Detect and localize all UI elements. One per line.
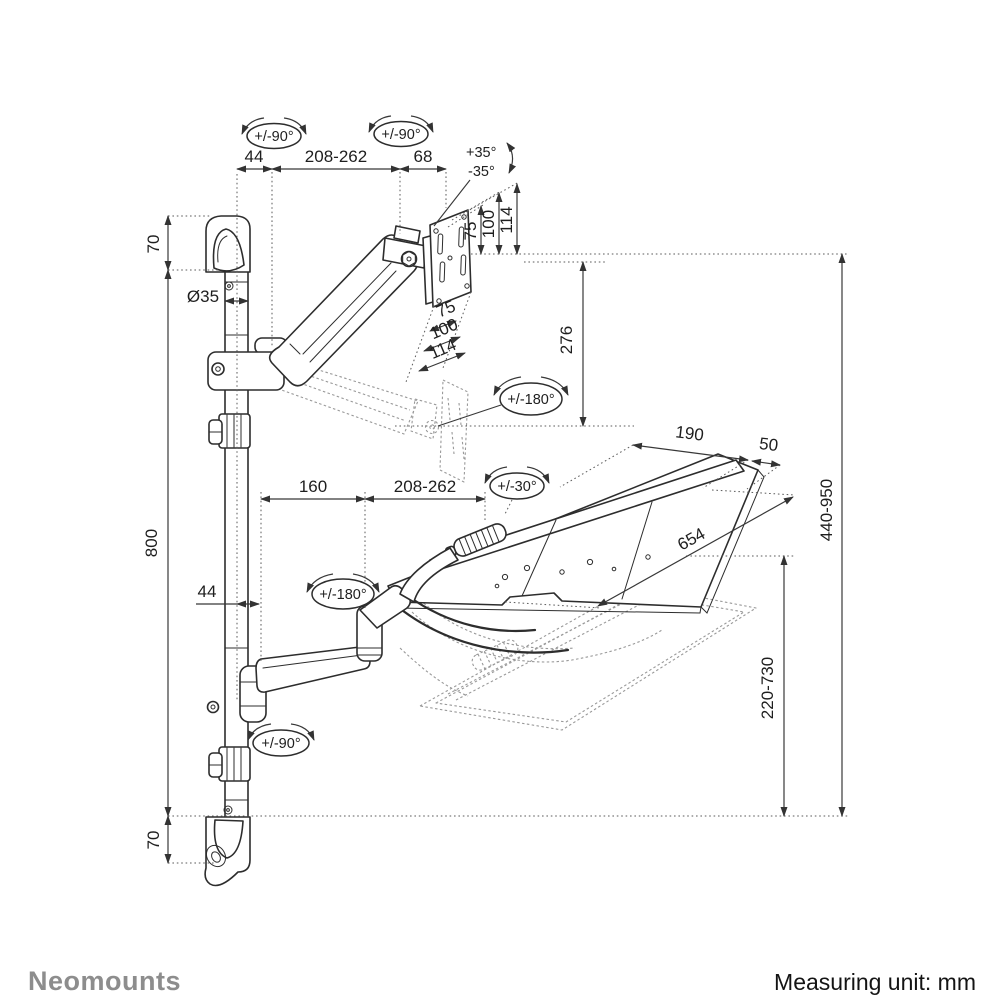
svg-text:-35°: -35°: [468, 164, 495, 180]
dim-top-44: 44: [245, 147, 264, 166]
dim-tray-depth-190: 190: [674, 422, 704, 444]
dim-tray-lip-50: 50: [758, 434, 779, 455]
pole-collar-lower: [208, 746, 251, 782]
svg-text:+/-90°: +/-90°: [261, 736, 300, 752]
svg-text:+35°: +35°: [466, 145, 496, 161]
svg-text:+/-90°: +/-90°: [254, 129, 293, 145]
rotation-range-elbow-top: +/-90°: [368, 115, 434, 148]
dim-top-68: 68: [414, 147, 433, 166]
rotation-range-vesa-180: +/-180°: [437, 376, 569, 427]
dim-left-70-top: 70: [144, 235, 163, 254]
tilt-range-monitor: +35° -35°: [433, 142, 516, 227]
pole-collar-upper: [208, 413, 251, 449]
svg-text:+/-180°: +/-180°: [507, 392, 554, 408]
dim-vesa-height-75: 75: [461, 222, 480, 241]
dim-mid-160: 160: [299, 477, 327, 496]
svg-text:+/-30°: +/-30°: [497, 479, 536, 495]
bottom-wall-bracket: [204, 816, 251, 887]
dim-top-208-262: 208-262: [305, 147, 367, 166]
dim-height-range-440-950: 440-950: [817, 479, 836, 541]
dim-mid-208-262: 208-262: [394, 477, 456, 496]
top-wall-bracket: [205, 215, 251, 273]
brand-logo-text: Neomounts: [28, 966, 181, 996]
svg-text:+/-90°: +/-90°: [381, 127, 420, 143]
dim-vertical-276: 276: [557, 326, 576, 354]
rotation-range-pole-bottom: +/-90°: [247, 723, 315, 757]
dim-pole-diameter-35: Ø35: [187, 287, 219, 306]
upper-monitor-arm: [207, 225, 441, 391]
measuring-unit-note: Measuring unit: mm: [774, 969, 976, 995]
dim-height-range-220-730: 220-730: [758, 657, 777, 719]
tilt-range-tray-30: +/-30°: [484, 466, 550, 500]
dim-vesa-height-114: 114: [497, 206, 516, 233]
dim-vesa-height-100: 100: [479, 210, 498, 238]
svg-text:+/-180°: +/-180°: [319, 587, 366, 603]
rotation-range-pole-top: +/-90°: [241, 117, 307, 150]
dim-left-800: 800: [142, 529, 161, 557]
dim-mid-44: 44: [198, 582, 217, 601]
rotation-range-lower-arm-180: +/-180°: [306, 573, 380, 610]
vesa-plate: [429, 209, 472, 308]
dim-left-70-bottom: 70: [144, 831, 163, 850]
ghost-keyboard-tray: [399, 584, 757, 731]
lower-keyboard-arm: [206, 547, 459, 723]
